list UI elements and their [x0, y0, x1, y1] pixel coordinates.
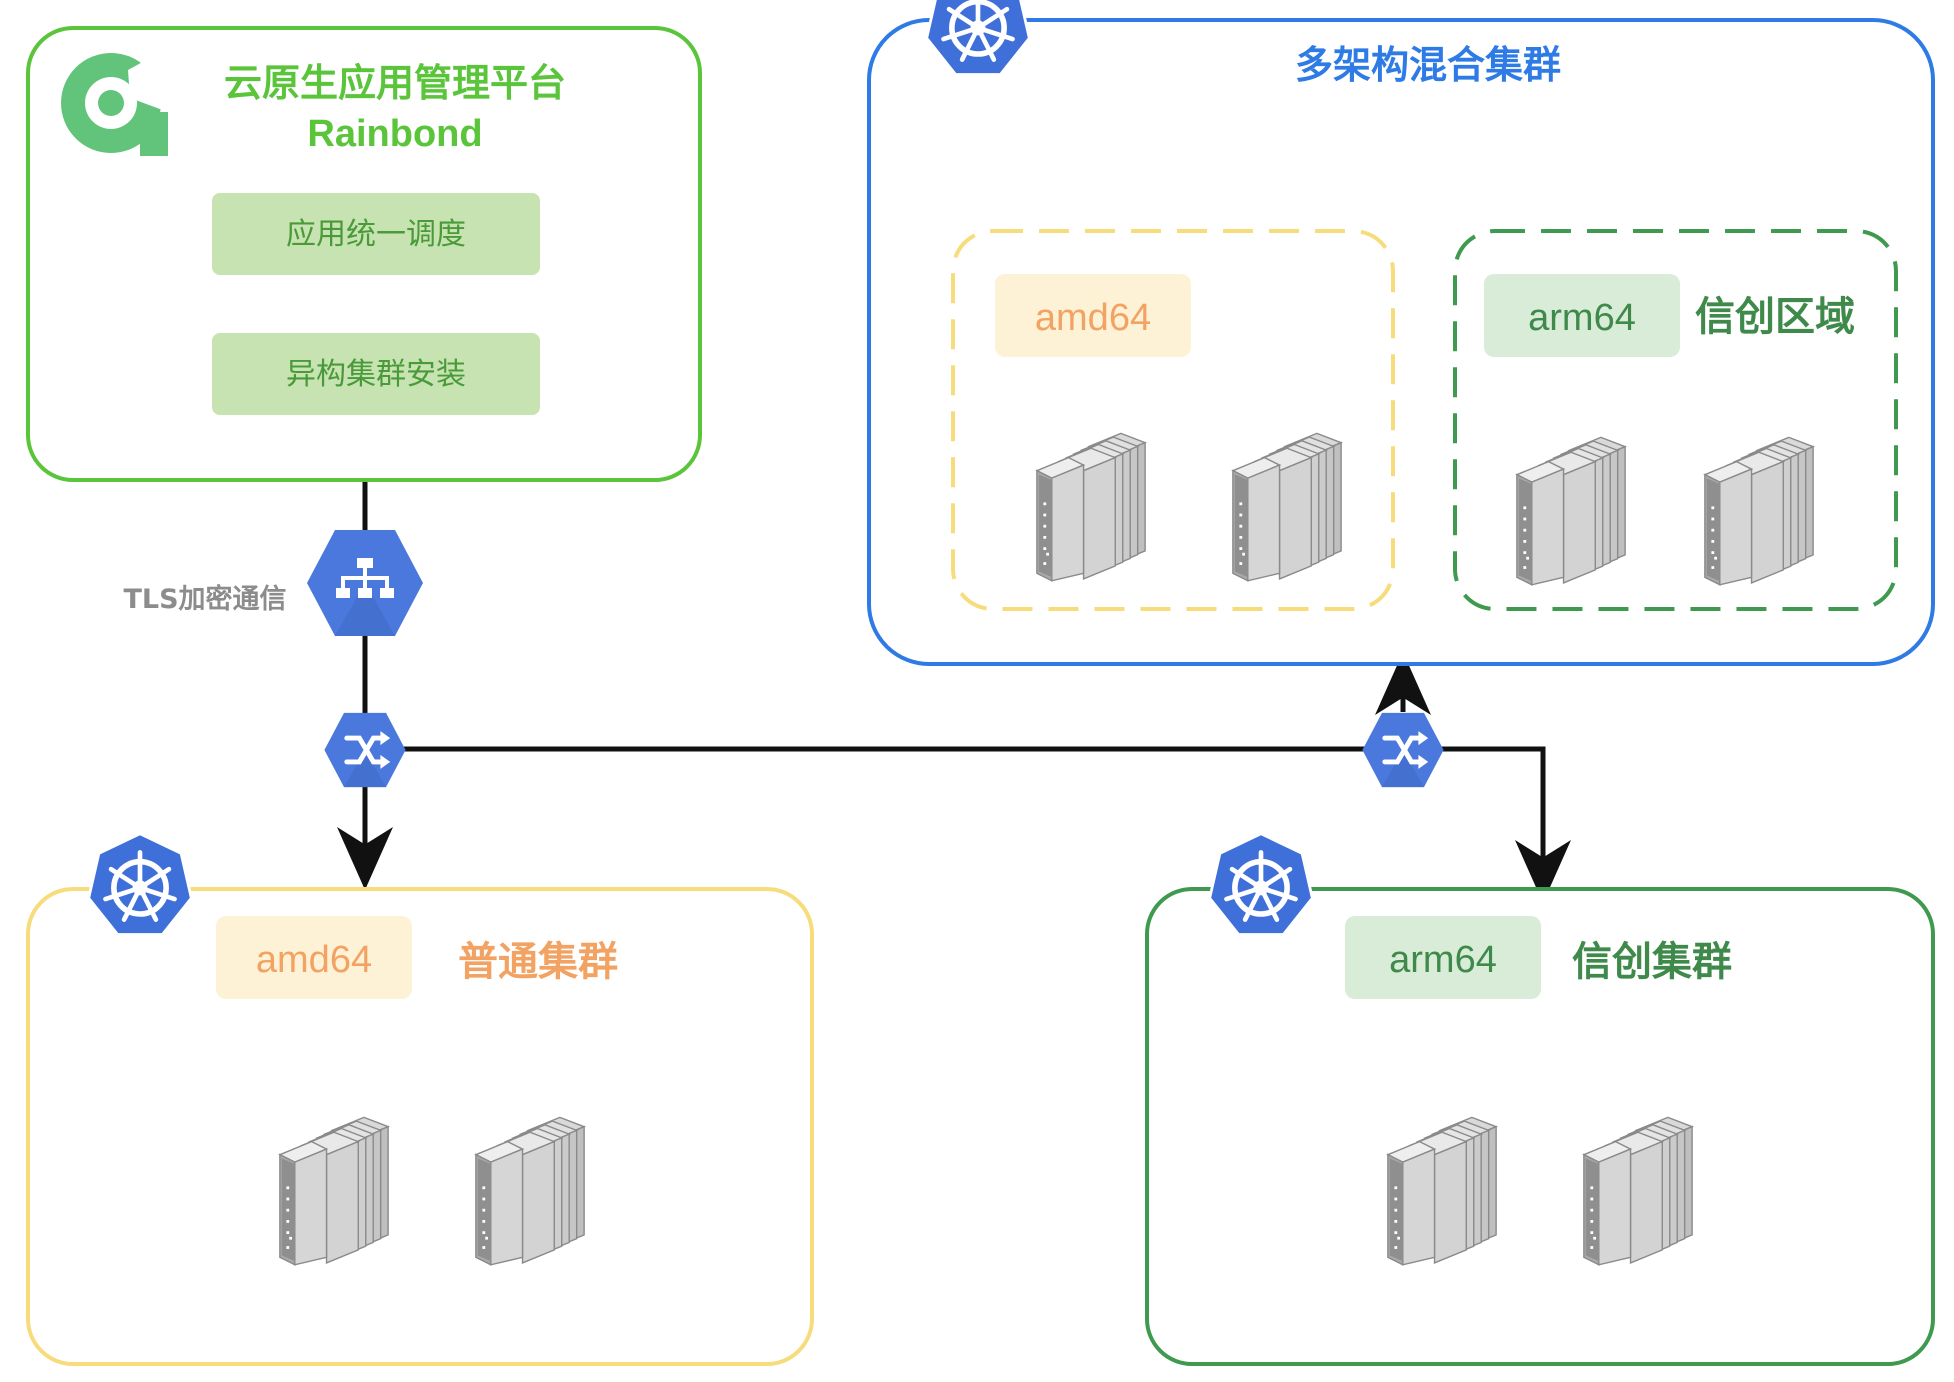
- feature-label-install: 异构集群安装: [286, 357, 466, 392]
- kubernetes-icon: [1210, 834, 1313, 935]
- load-balancer-icon: [307, 530, 423, 636]
- kubernetes-icon: [89, 834, 192, 935]
- amd-zone: [951, 229, 1395, 611]
- arch-tag-label: amd64: [1035, 297, 1151, 339]
- line-switch-to-xinchuang-cluster: [1440, 746, 1571, 903]
- switch-icon: [1362, 713, 1443, 787]
- mixed-cluster-title: 多架构混合集群: [1295, 43, 1561, 87]
- arch-tag-label: amd64: [256, 939, 372, 981]
- connection-lines: [337, 482, 1571, 903]
- normal-cluster-title: 普通集群: [458, 939, 618, 985]
- platform-title: 云原生应用管理平台: [224, 61, 566, 105]
- arm-zone-title: 信创区域: [1695, 294, 1855, 340]
- arch-tag-arm64: [1345, 916, 1541, 999]
- arch-tag-amd64: [216, 916, 412, 999]
- mixed-cluster-box: 多架构混合集群 amd64 arm64 信创区域: [867, 18, 1935, 666]
- xinchuang-cluster-title: 信创集群: [1572, 939, 1732, 985]
- arch-tag-arm64: [1484, 274, 1680, 357]
- arch-tag-amd64: [995, 274, 1191, 357]
- tls-connection-label: TLS加密通信: [123, 583, 286, 615]
- arm-zone: [1453, 229, 1898, 611]
- arch-tag-label: arm64: [1389, 939, 1497, 981]
- platform-subtitle: Rainbond: [307, 113, 482, 155]
- platform-box: 云原生应用管理平台 Rainbond 应用统一调度 异构集群安装: [26, 26, 702, 482]
- normal-cluster-box: amd64 普通集群: [26, 887, 814, 1366]
- feature-label-scheduling: 应用统一调度: [286, 217, 466, 252]
- feature-box-scheduling: [212, 193, 540, 275]
- rainbond-logo-icon: [61, 48, 168, 156]
- xinchuang-cluster-box: arm64 信创集群: [1145, 887, 1935, 1366]
- switch-icon: [324, 713, 405, 787]
- arch-tag-label: arm64: [1528, 297, 1636, 339]
- feature-box-install: [212, 333, 540, 415]
